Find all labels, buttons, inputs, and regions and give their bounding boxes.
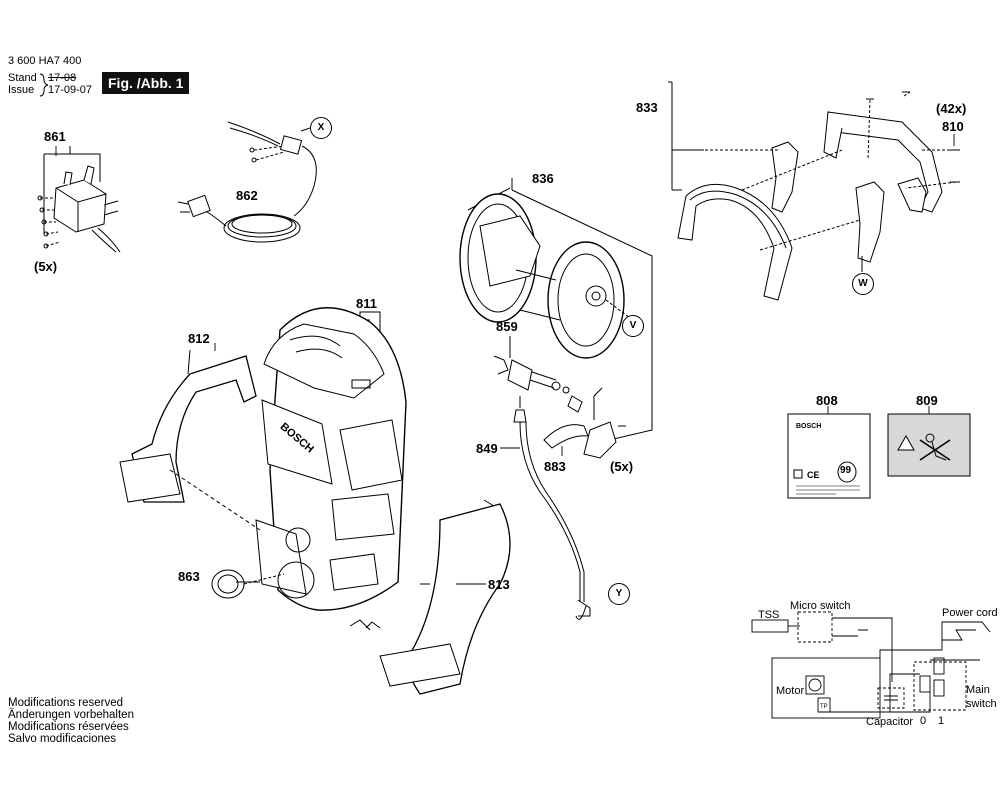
part-883: 883 (544, 459, 566, 474)
ref-w-marker: W (852, 273, 874, 295)
part-833: 833 (636, 100, 658, 115)
micro-switch-label: Micro switch (790, 600, 851, 612)
modification-notes: Modifications reserved Änderungen vorbeh… (8, 697, 134, 745)
note-fr: Modifications réservées (8, 721, 129, 733)
switch-position-0: 0 (920, 715, 927, 727)
main-switch-label-2: switch (966, 698, 997, 710)
label-808-db: 99 (840, 465, 852, 476)
qty-5x-switch: (5x) (34, 259, 58, 274)
power-cord-drawing (177, 121, 317, 243)
hose-reel-drawing (459, 178, 653, 445)
figure-label: Fig. /Abb. 1 (102, 72, 190, 94)
qty-42x: (42x) (936, 101, 967, 116)
part-809: 809 (916, 393, 938, 408)
doc-number: 3 600 HA7 400 (8, 55, 82, 67)
front-cover-drawing (379, 499, 511, 695)
power-cord-label: Power cord (942, 607, 998, 619)
issue-date: 17-09-07 (48, 84, 93, 96)
handle-drawing (668, 81, 960, 301)
part-862: 862 (236, 188, 258, 203)
part-849: 849 (476, 441, 498, 456)
hose-connector-drawing (493, 336, 626, 620)
part-810: 810 (942, 119, 964, 134)
note-es: Salvo modificaciones (8, 733, 117, 745)
main-switch-label-1: Main (966, 684, 990, 696)
side-cover-drawing (119, 349, 261, 531)
label-808-ce: CE (807, 470, 820, 480)
part-812: 812 (188, 331, 210, 346)
tss-label: TSS (758, 609, 780, 621)
part-859: 859 (496, 319, 518, 334)
part-813: 813 (488, 577, 510, 592)
part-808: 808 (816, 393, 838, 408)
label-808-brand: BOSCH (796, 423, 822, 430)
note-de: Änderungen vorbehalten (8, 709, 134, 721)
part-836: 836 (532, 171, 554, 186)
issue-label: Issue (8, 84, 35, 96)
main-housing-drawing (255, 307, 407, 631)
switch-unit-drawing (37, 146, 121, 253)
ref-v-marker: V (622, 315, 644, 337)
ref-x-marker: X (310, 117, 332, 139)
capacitor-label: Capacitor (866, 716, 914, 728)
part-861: 861 (44, 129, 66, 144)
stand-label: Stand (8, 72, 37, 84)
wiring-schematic (751, 611, 991, 719)
tp-label: TP (820, 704, 828, 710)
note-en: Modifications reserved (8, 697, 124, 709)
qty-5x-reel: (5x) (610, 459, 634, 474)
ref-y-marker: Y (608, 583, 630, 605)
part-863: 863 (178, 569, 200, 584)
motor-label: Motor (776, 685, 805, 697)
part-811: 811 (356, 296, 377, 311)
switch-position-1: 1 (938, 715, 945, 727)
old-date: 17-08 (48, 72, 77, 84)
